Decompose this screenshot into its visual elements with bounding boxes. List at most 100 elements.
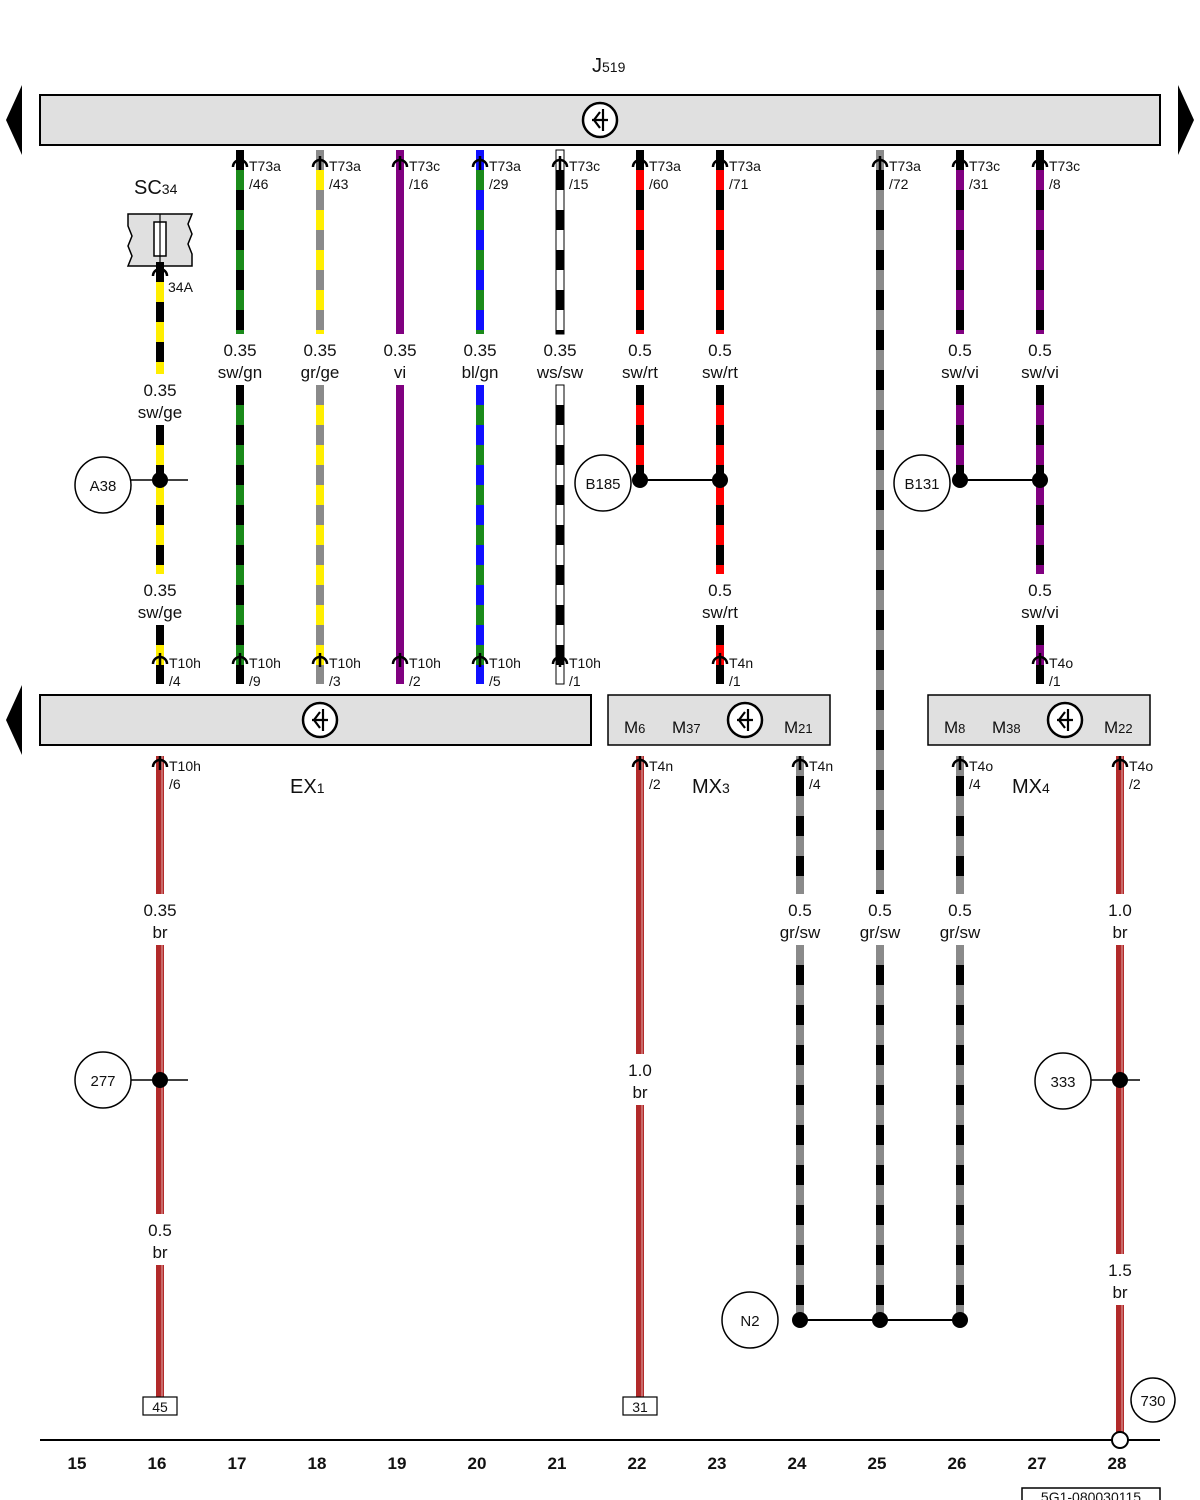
wire-labels: 0.35sw/ge0.35sw/ge0.35sw/gn0.35gr/ge0.35… [138,341,1132,1302]
wire-stripe [876,1125,884,1145]
junction-dot [952,472,968,488]
wire-stripe [956,965,964,985]
splice-n2-label: N2 [740,1313,759,1330]
wire-stripe [236,330,244,334]
connector-pin-icon [231,653,249,667]
wire-size: 0.35 [463,341,496,360]
wire-stripe [316,250,324,270]
mx4-module[interactable]: M8 M38 M22 MX4 [927,694,1151,798]
ground-box-45[interactable]: 45 [142,1396,178,1416]
wire-size: 0.5 [708,341,732,360]
wire-segment-col26 [956,385,964,480]
connector-pin-icon [631,756,649,770]
column-number: 15 [68,1454,87,1473]
ground-ref-730[interactable]: 730 [1130,1377,1176,1423]
wire-core [396,150,404,334]
splice-b131[interactable]: B131 [893,454,951,512]
pin-number-label: /43 [329,176,349,192]
wire-color: sw/ge [138,603,182,622]
wire-stripe [956,250,964,270]
wire-size: 0.5 [1028,581,1052,600]
wire-stripe [236,290,244,310]
wire-stripe [876,770,884,790]
ex1-module[interactable]: EX1 [6,685,592,798]
wire-core [156,756,164,894]
wire-segment-col20 [476,385,484,684]
wire-size: 0.5 [788,901,812,920]
wire-stripe [156,565,164,574]
wire-size: 1.0 [1108,901,1132,920]
wire-stripe [716,290,724,310]
ground-ref-730-label: 730 [1140,1393,1165,1410]
wire-stripe [876,610,884,630]
j519-component[interactable]: J519 [6,55,1194,155]
wire-outline [555,384,565,685]
mx3-sub-m37: M37 [672,718,701,737]
wire-color: br [152,1243,167,1262]
pin-connector-label: T4n [649,758,673,774]
splice-b185[interactable]: B185 [574,454,632,512]
pin-number-label: /46 [249,176,269,192]
pin-number-label: /2 [649,776,661,792]
wire-segment-col24 [796,945,804,1320]
connector-pin-icon [1031,653,1049,667]
splice-333[interactable]: 333 [1034,1052,1092,1110]
pin-number-label: /4 [969,776,981,792]
wire-stripe [636,210,644,230]
splice-n2[interactable]: N2 [721,1291,779,1349]
wire-stripe [1036,210,1044,230]
wire-stripe [636,405,644,425]
connector-pin-icon [471,653,489,667]
splice-333-label: 333 [1050,1074,1075,1091]
wire-stripe [796,1165,804,1185]
ground-box-31[interactable]: 31 [622,1396,658,1416]
mx4-label: MX4 [1012,776,1050,798]
mx3-bar [607,694,831,746]
column-number: 19 [388,1454,407,1473]
wire-stripe [556,565,564,585]
splice-b185-label: B185 [585,476,620,493]
connector-pin-icon [231,156,249,170]
pin-connector-label: T10h [489,655,521,671]
mx3-module[interactable]: M6 M37 M21 MX3 [607,694,831,798]
wire-stripe [556,405,564,425]
ground-terminal-icon [1111,1431,1129,1449]
wire-size: 0.5 [628,341,652,360]
wire-stripe [716,250,724,270]
wire-stripe [636,330,644,334]
splice-277[interactable]: 277 [74,1051,132,1109]
wire-stripe [716,330,724,334]
wire-stripe [956,210,964,230]
wire-segment-col20 [476,150,484,334]
wire-segment-col16 [156,262,164,374]
wire-label: 1.0br [628,1061,652,1102]
wire-segment-col26 [956,756,964,894]
wire-color: bl/gn [462,363,499,382]
wire-segment-col25 [876,150,884,894]
wire-size: 0.5 [708,581,732,600]
wire-stripe [156,322,164,342]
pin-number-label: /3 [329,673,341,689]
connector-pin-icon [711,156,729,170]
wire-stripe [876,1085,884,1105]
wire-stripe [476,605,484,625]
wire-stripe [556,605,564,625]
connector-pin-icon [1031,156,1049,170]
wire-stripe [876,570,884,590]
wire-stripe [556,445,564,465]
mx4-sub-m38: M38 [992,718,1021,737]
column-number: 28 [1108,1454,1127,1473]
column-number: 25 [868,1454,887,1473]
pin-number-label: /8 [1049,176,1061,192]
pin-number-label: /1 [1049,673,1061,689]
fuse-sc34[interactable]: SC34 34A [126,177,194,295]
splice-a38[interactable]: A38 [74,456,132,514]
wire-stripe [876,810,884,830]
wire-stripe [636,250,644,270]
junction-dot [952,1312,968,1328]
wire-stripe [796,965,804,985]
pin-connector-label: T73a [729,158,761,174]
connector-pin-icon [951,156,969,170]
wire-stripe [796,1085,804,1105]
